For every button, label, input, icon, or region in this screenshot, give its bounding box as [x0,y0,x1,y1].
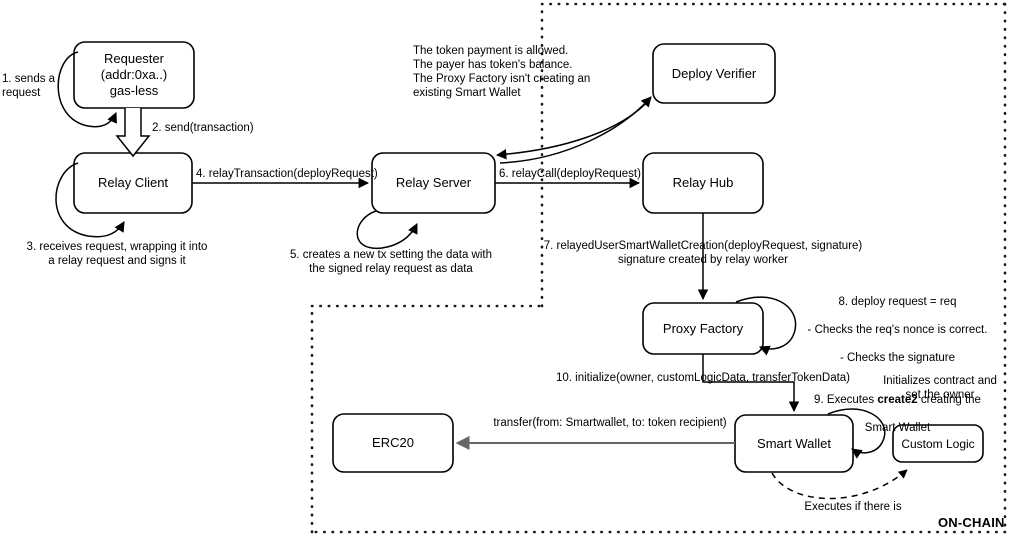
step8-line2: - Checks the req's nonce is correct. [807,324,988,336]
edge-step10-arrow [702,354,800,413]
step9-suffix: creating the [917,394,981,406]
step9-line5: Smart Wallet [864,422,931,434]
edge-step5-self-loop [356,210,418,249]
edge-step2-block-arrow [115,108,151,158]
edge-verifier-arrow-in [499,96,652,164]
edge-label-executes-if: Executes if there is [804,501,902,513]
edge-label-step8-9: 8. deploy request = req - Checks the req… [790,281,1005,449]
edge-label-step5: 5. creates a new tx setting the data wit… [289,249,492,275]
node-proxy-factory-box[interactable] [642,302,764,355]
step9-create2-keyword: create2 [877,394,918,406]
on-chain-zone-label: ON-CHAIN [938,515,1005,530]
edge-step8-self-loop [735,296,797,356]
step9-line4: 9. Executes create2 creating the [790,379,1005,407]
on-chain-boundary [310,2,1007,534]
node-deploy-verifier-box[interactable] [652,43,776,104]
step8-line1: 8. deploy request = req [838,296,957,308]
edge-label-step6: 6. relayCall(deployRequest) [499,168,641,180]
edge-executes-if-dashed [771,469,908,500]
edge-label-step7: 7. relayedUserSmartWalletCreation(deploy… [543,240,863,266]
edge-label-step10: 10. initialize(owner, customLogicData, t… [555,372,851,384]
edge-label-verifier-notes: The token payment is allowed. The payer … [413,45,591,99]
step8-line3: - Checks the signature [839,352,956,364]
node-relay-hub-box[interactable] [642,152,764,214]
edge-label-transfer: transfer(from: Smartwallet, to: token re… [493,417,727,429]
edge-verifier-arrow-out [495,99,650,160]
node-custom-logic-box[interactable] [892,424,984,463]
node-requester-box[interactable] [73,41,195,109]
node-relay-client-box[interactable] [73,152,193,214]
step9-prefix: 9. Executes [814,394,878,406]
edge-label-step1: 1. sends a request [2,73,56,99]
edge-smart-wallet-self-loop [827,408,886,459]
edge-label-step3: 3. receives request, wrapping it into a … [26,241,208,267]
node-erc20-box[interactable] [332,413,454,473]
node-relay-server-box[interactable] [371,152,496,214]
edge-label-step2: 2. send(transaction) [152,122,254,134]
edge-label-initializes: Initializes contract and set the owner [883,375,997,401]
edge-label-step4: 4. relayTransaction(deployRequest) [196,168,378,180]
edge-step1-self-loop [57,51,117,128]
edge-step3-self-loop [55,162,125,238]
